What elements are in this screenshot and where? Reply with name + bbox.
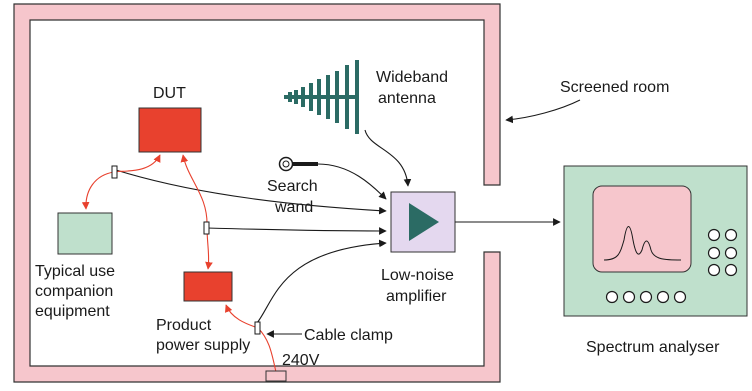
antenna-label-1: Wideband [376,69,448,86]
dut-box [138,107,202,153]
antenna-cable [364,129,412,187]
companion-equipment-box [57,212,113,255]
power-supply-label-1: Product [156,317,212,334]
spectrum-trace-icon [603,226,682,261]
companion-cable-clamp [203,221,210,235]
screened-room-wall [13,3,501,383]
psu-cable-clamp [254,321,261,335]
spectrum-analyser-screen [592,185,692,273]
spectrum-analyser-label: Spectrum analyser [586,339,720,356]
dut-cable [115,169,387,215]
probe-icon [278,156,318,172]
screened-room-pointer [505,99,581,124]
log-periodic-antenna-icon [284,60,359,134]
psu-cable [256,239,387,324]
dut-companion-cable [81,154,161,210]
companion-equipment-label-3: equipment [35,303,110,320]
antenna-label-2: antenna [378,90,436,107]
power-supply-box [183,271,233,302]
power-supply-label-2: power supply [156,337,250,354]
search-wand-label-1: Search [267,178,318,195]
companion-cable [206,227,387,235]
companion-equipment-label-2: companion [35,283,113,300]
search-wand-label-2: wand [274,199,313,216]
companion-equipment-label-1: Typical use [35,263,115,280]
dut-psu-cable [180,154,213,270]
dut-cable-clamp [111,165,118,179]
screened-room-label: Screened room [560,79,669,96]
cable-clamp-label: Cable clamp [304,327,393,344]
lna-label-1: Low-noise [381,267,454,284]
search-wand-cable [317,163,387,200]
dut-label: DUT [153,85,186,102]
analyser-knobs-right[interactable] [707,228,738,277]
mains-label: 240V [282,352,320,369]
analyser-knobs-bottom[interactable] [605,290,687,304]
mains-connector [265,370,287,382]
amplifier-triangle-icon [409,203,439,241]
lna-label-2: amplifier [386,288,447,305]
